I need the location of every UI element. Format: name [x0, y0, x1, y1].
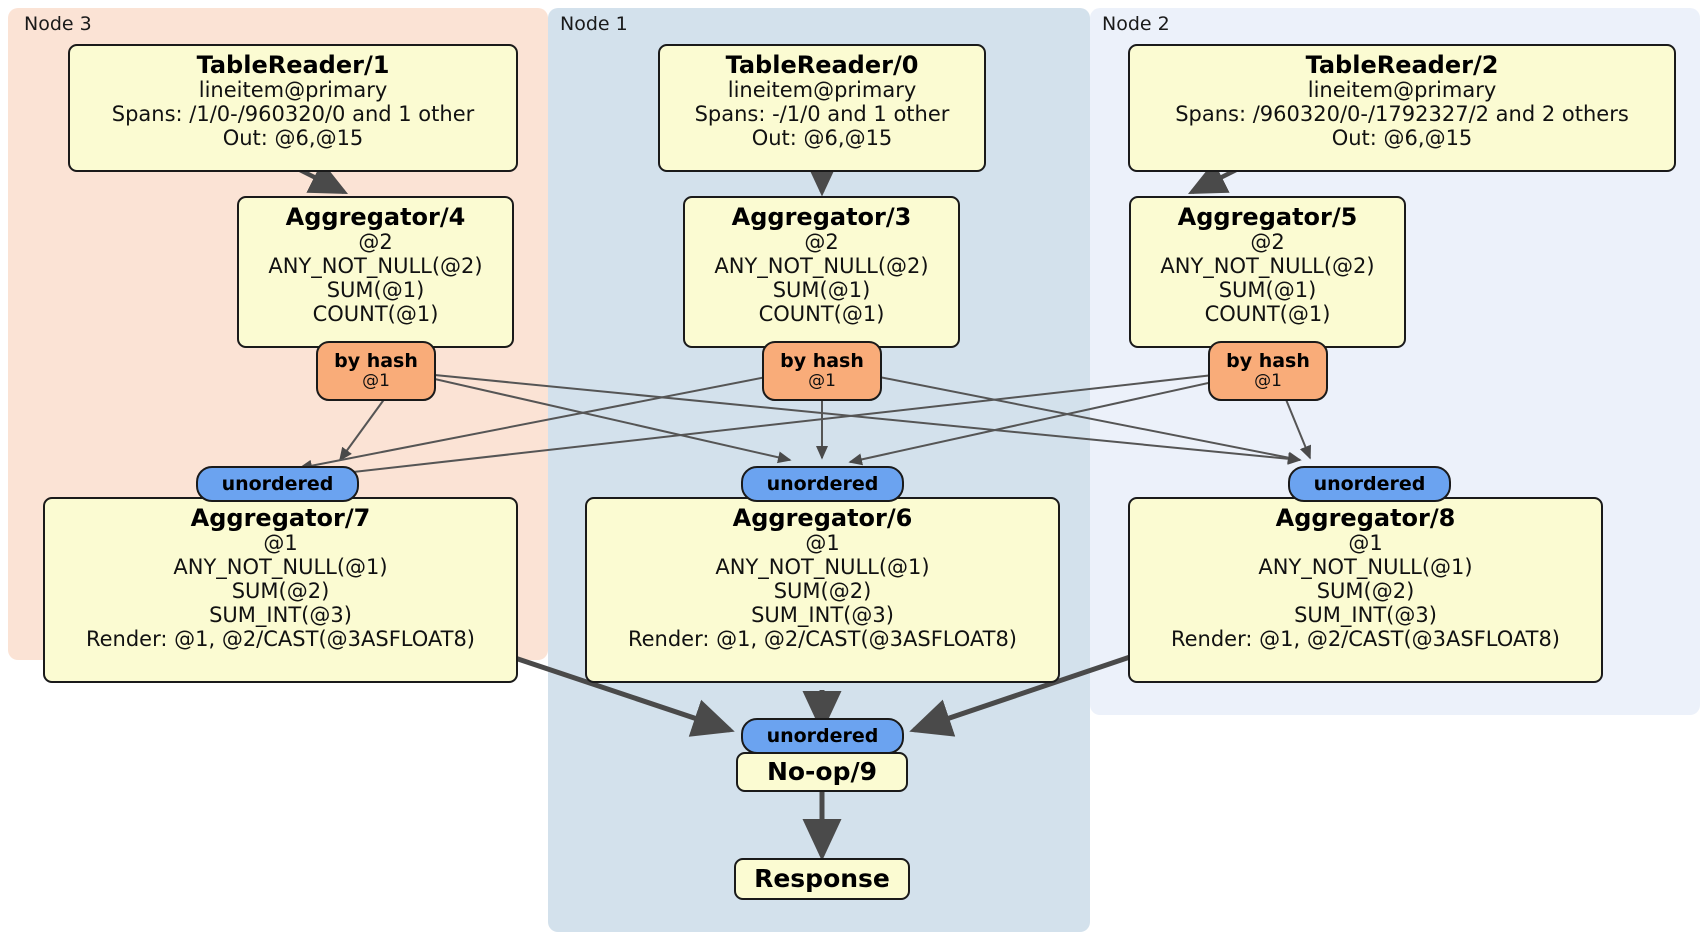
- processor-detail-line: @1: [1348, 531, 1383, 556]
- processor-title: Aggregator/8: [1275, 504, 1456, 532]
- processor-detail-line: SUM(@1): [772, 278, 871, 303]
- sync-unordered-final[interactable]: unordered: [741, 718, 904, 754]
- processor-aggregator-4[interactable]: Aggregator/4 @2 ANY_NOT_NULL(@2) SUM(@1)…: [237, 196, 514, 348]
- processor-detail-line: Spans: /960320/0-/1792327/2 and 2 others: [1175, 102, 1629, 127]
- processor-detail-line: ANY_NOT_NULL(@2): [268, 254, 483, 279]
- sync-title: unordered: [1313, 472, 1426, 495]
- processor-detail-line: SUM(@2): [773, 579, 872, 604]
- sync-title: unordered: [221, 472, 334, 495]
- processor-title: TableReader/2: [1305, 51, 1499, 79]
- processor-detail-line: Out: @6,@15: [222, 126, 364, 151]
- processor-detail-line: SUM_INT(@3): [1294, 603, 1437, 628]
- sync-unordered-center[interactable]: unordered: [741, 466, 904, 502]
- processor-title: Aggregator/3: [731, 203, 912, 231]
- processor-detail-line: SUM(@2): [1316, 579, 1415, 604]
- processor-aggregator-6[interactable]: Aggregator/6 @1 ANY_NOT_NULL(@1) SUM(@2)…: [585, 497, 1060, 683]
- sync-unordered-right[interactable]: unordered: [1288, 466, 1451, 502]
- processor-detail-line: ANY_NOT_NULL(@1): [1258, 555, 1473, 580]
- processor-detail-line: Render: @1, @2/CAST(@3ASFLOAT8): [627, 627, 1018, 652]
- processor-detail-line: SUM_INT(@3): [751, 603, 894, 628]
- processor-detail-line: SUM(@1): [326, 278, 425, 303]
- processor-detail-line: lineitem@primary: [1307, 78, 1497, 103]
- router-title: by hash: [1226, 350, 1310, 373]
- processor-detail-line: ANY_NOT_NULL(@2): [714, 254, 929, 279]
- processor-detail-line: Out: @6,@15: [1331, 126, 1473, 151]
- processor-detail-line: COUNT(@1): [312, 302, 439, 327]
- router-title: by hash: [334, 350, 418, 373]
- processor-detail-line: ANY_NOT_NULL(@1): [173, 555, 388, 580]
- sync-title: unordered: [766, 472, 879, 495]
- router-subtitle: @1: [808, 371, 836, 392]
- processor-detail-line: COUNT(@1): [758, 302, 885, 327]
- processor-table-reader-0[interactable]: TableReader/0 lineitem@primary Spans: -/…: [658, 44, 986, 172]
- processor-detail-line: @2: [1250, 230, 1285, 255]
- processor-title: Aggregator/6: [732, 504, 913, 532]
- router-by-hash-left[interactable]: by hash @1: [316, 341, 436, 401]
- sync-unordered-left[interactable]: unordered: [196, 466, 359, 502]
- processor-aggregator-7[interactable]: Aggregator/7 @1 ANY_NOT_NULL(@1) SUM(@2)…: [43, 497, 518, 683]
- processor-detail-line: @1: [263, 531, 298, 556]
- processor-table-reader-2[interactable]: TableReader/2 lineitem@primary Spans: /9…: [1128, 44, 1676, 172]
- processor-aggregator-5[interactable]: Aggregator/5 @2 ANY_NOT_NULL(@2) SUM(@1)…: [1129, 196, 1406, 348]
- processor-detail-line: @1: [805, 531, 840, 556]
- processor-title: TableReader/0: [725, 51, 919, 79]
- processor-title: Aggregator/4: [285, 203, 466, 231]
- processor-detail-line: ANY_NOT_NULL(@1): [715, 555, 930, 580]
- processor-table-reader-1[interactable]: TableReader/1 lineitem@primary Spans: /1…: [68, 44, 518, 172]
- processor-title: No-op/9: [766, 757, 878, 787]
- processor-detail-line: Spans: /1/0-/960320/0 and 1 other: [111, 102, 475, 127]
- processor-title: Aggregator/7: [190, 504, 371, 532]
- processor-detail-line: Render: @1, @2/CAST(@3ASFLOAT8): [1170, 627, 1561, 652]
- processor-aggregator-3[interactable]: Aggregator/3 @2 ANY_NOT_NULL(@2) SUM(@1)…: [683, 196, 960, 348]
- processor-title: Response: [754, 864, 890, 894]
- processor-detail-line: lineitem@primary: [727, 78, 917, 103]
- router-title: by hash: [780, 350, 864, 373]
- processor-detail-line: ANY_NOT_NULL(@2): [1160, 254, 1375, 279]
- processor-detail-line: COUNT(@1): [1204, 302, 1331, 327]
- processor-aggregator-8[interactable]: Aggregator/8 @1 ANY_NOT_NULL(@1) SUM(@2)…: [1128, 497, 1603, 683]
- processor-detail-line: @2: [804, 230, 839, 255]
- processor-detail-line: lineitem@primary: [198, 78, 388, 103]
- panel-label-node-2: Node 2: [1102, 13, 1170, 35]
- processor-detail-line: Spans: -/1/0 and 1 other: [694, 102, 950, 127]
- processor-title: TableReader/1: [196, 51, 390, 79]
- processor-detail-line: SUM(@2): [231, 579, 330, 604]
- processor-detail-line: @2: [358, 230, 393, 255]
- panel-label-node-1: Node 1: [560, 13, 628, 35]
- processor-detail-line: SUM(@1): [1218, 278, 1317, 303]
- router-subtitle: @1: [362, 371, 390, 392]
- processor-detail-line: Out: @6,@15: [751, 126, 893, 151]
- processor-no-op-9[interactable]: No-op/9: [736, 752, 908, 792]
- sync-title: unordered: [766, 724, 879, 747]
- panel-label-node-3: Node 3: [24, 13, 92, 35]
- router-by-hash-center[interactable]: by hash @1: [762, 341, 882, 401]
- processor-title: Aggregator/5: [1177, 203, 1358, 231]
- processor-detail-line: SUM_INT(@3): [209, 603, 352, 628]
- processor-detail-line: Render: @1, @2/CAST(@3ASFLOAT8): [85, 627, 476, 652]
- router-subtitle: @1: [1254, 371, 1282, 392]
- router-by-hash-right[interactable]: by hash @1: [1208, 341, 1328, 401]
- processor-response[interactable]: Response: [734, 858, 910, 900]
